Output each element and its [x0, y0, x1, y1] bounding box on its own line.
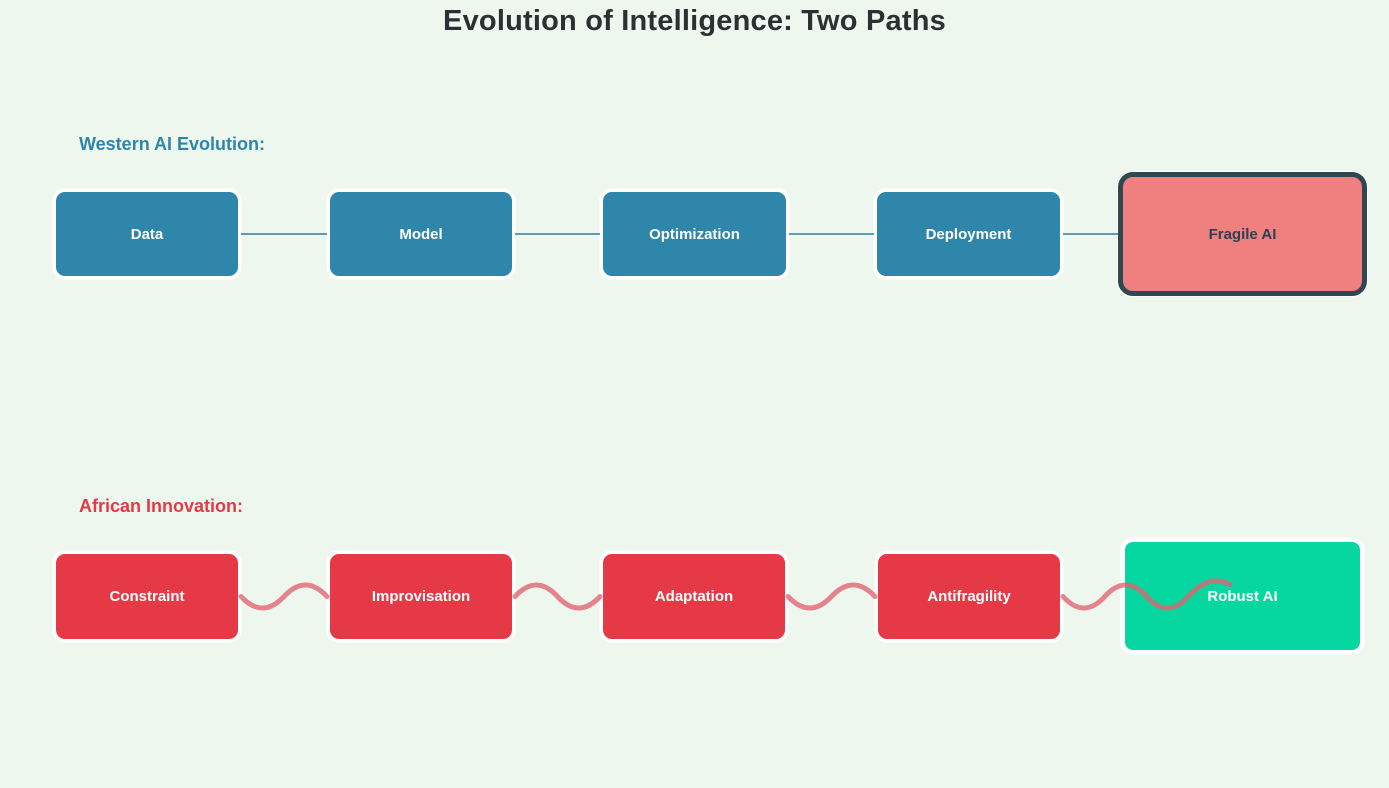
node-label: Model [399, 225, 443, 243]
node-fragile: Fragile AI [1118, 172, 1367, 296]
node-label: Deployment [925, 225, 1012, 243]
node-label: Data [130, 225, 164, 243]
section-label-african-innovation: African Innovation: [79, 496, 244, 516]
node-label: Improvisation [371, 588, 471, 605]
node-antifragility: Antifragility [875, 551, 1063, 642]
node-label: Constraint [109, 588, 185, 605]
node-robust: Robust AI [1121, 538, 1364, 654]
node-label: Fragile AI [1208, 225, 1277, 243]
node-improvisation: Improvisation [327, 551, 515, 642]
node-adaptation: Adaptation [600, 551, 788, 642]
node-label: Adaptation [654, 588, 734, 605]
node-label: Antifragility [927, 588, 1011, 605]
node-label: Robust AI [1207, 587, 1278, 605]
node-data: Data [53, 189, 241, 279]
node-label: Optimization [649, 225, 740, 243]
section-label-western-ai-evolution: Western AI Evolution: [79, 134, 266, 154]
node-deployment: Deployment [874, 189, 1063, 279]
diagram-title: Evolution of Intelligence: Two Paths [443, 5, 946, 37]
node-optimization: Optimization [600, 189, 789, 279]
node-model: Model [327, 189, 515, 279]
node-constraint: Constraint [53, 551, 241, 642]
